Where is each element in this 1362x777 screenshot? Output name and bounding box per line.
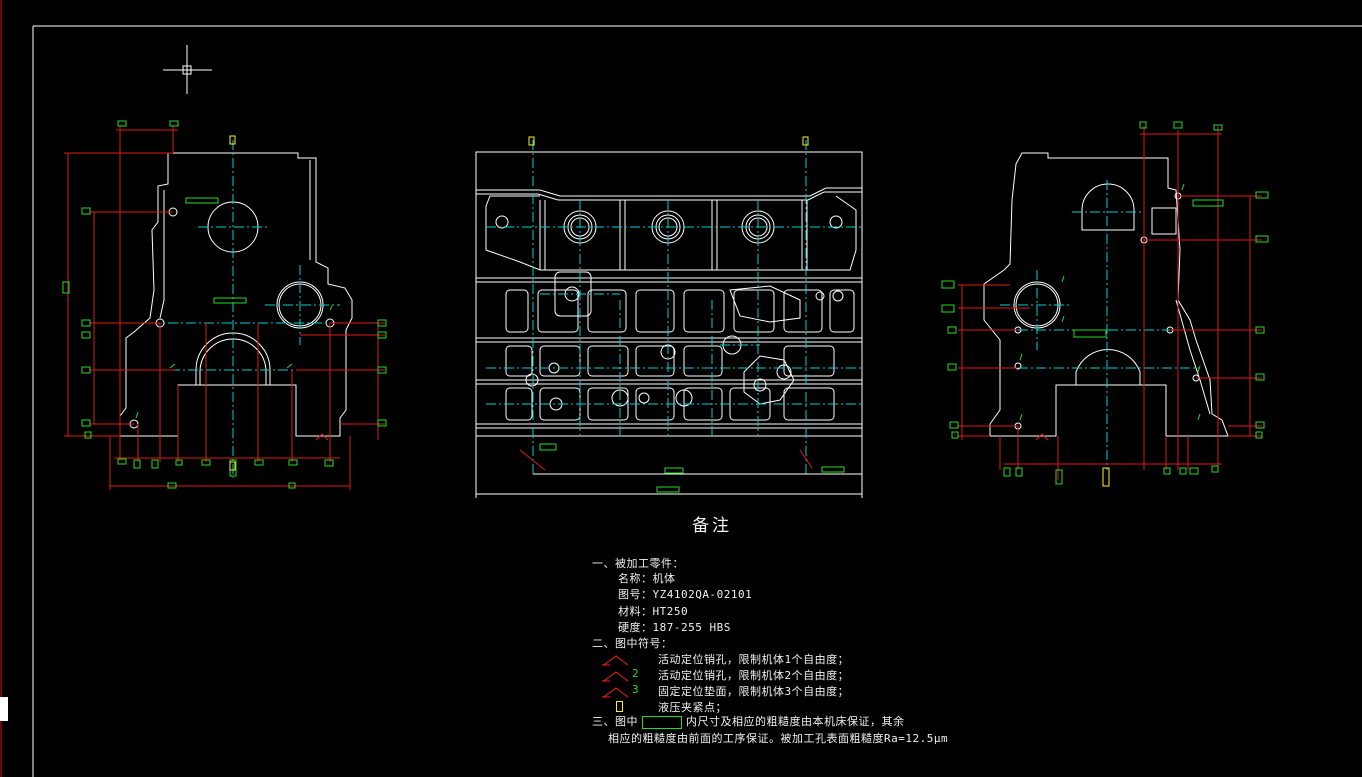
side-panel-tab[interactable] <box>0 697 8 721</box>
triangle-locator-icon <box>602 655 629 666</box>
triangle-locator-icon <box>602 687 629 698</box>
right-end-view <box>941 121 1269 487</box>
section3-prefix: 三、图中 <box>592 715 638 728</box>
front-section-view <box>475 136 863 498</box>
notes-title: 备注 <box>692 516 732 536</box>
left-end-view <box>62 120 387 490</box>
section2-heading: 二、图中符号： <box>592 637 673 650</box>
clamp-point-icon <box>616 698 627 714</box>
symbol-row-3 <box>602 684 632 700</box>
symbol-row-1 <box>602 652 632 668</box>
hardness-line: 硬度：187-255 HBS <box>618 621 731 634</box>
symbol1-text: 活动定位销孔，限制机体1个自由度； <box>658 653 850 666</box>
section1-heading: 一、被加工零件： <box>592 557 684 570</box>
material-line: 材料：HT250 <box>618 605 689 618</box>
symbol3-text: 固定定位垫面，限制机体3个自由度； <box>658 685 850 698</box>
drawing-number-line: 图号：YZ4102QA-02101 <box>618 588 753 601</box>
green-box-icon <box>642 715 682 729</box>
locating-marks <box>315 433 1049 441</box>
symbol2-number: 2 <box>632 667 640 680</box>
symbol3-number: 3 <box>632 683 640 696</box>
triangle-locator-icon <box>602 671 629 682</box>
crosshair-icon <box>163 45 212 94</box>
symbol-row-2 <box>602 668 632 684</box>
section3-line1: 三、图中 内尺寸及相应的粗糙度由本机床保证，其余 <box>592 714 905 730</box>
symbol4-text: 液压夹紧点； <box>658 701 727 714</box>
symbol2-text: 活动定位销孔，限制机体2个自由度； <box>658 669 850 682</box>
section3-line2: 相应的粗糙度由前面的工序保证。被加工孔表面粗糙度Ra=12.5μm <box>608 732 949 745</box>
part-name-line: 名称：机体 <box>618 572 676 585</box>
section3-suffix: 内尺寸及相应的粗糙度由本机床保证，其余 <box>686 715 905 728</box>
